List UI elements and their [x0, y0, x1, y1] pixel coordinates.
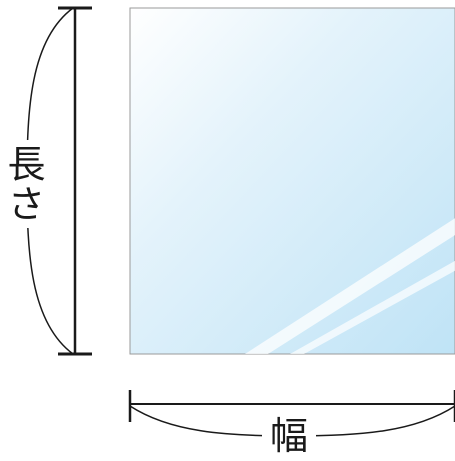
length-label: 長さ — [1, 140, 45, 228]
width-label: 幅 — [262, 417, 317, 455]
glass-reflection-2 — [290, 260, 455, 354]
glass-reflection-1 — [245, 218, 455, 354]
glass-panel — [129, 7, 455, 355]
